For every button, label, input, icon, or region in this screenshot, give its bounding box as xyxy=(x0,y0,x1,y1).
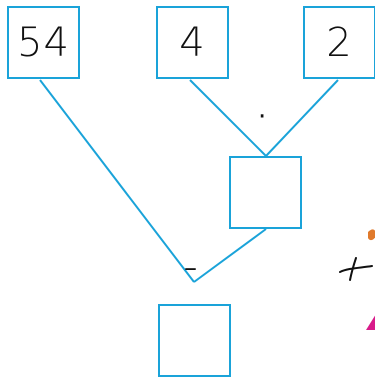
product-answer-box[interactable] xyxy=(229,156,302,229)
difference-answer-box[interactable] xyxy=(158,304,231,377)
multiply-operator: · xyxy=(258,102,267,132)
line-product-to-result xyxy=(193,228,267,283)
subtract-operator: – xyxy=(184,253,197,283)
decorative-sketch xyxy=(339,229,375,330)
line-b-to-product xyxy=(189,79,267,157)
input-box-2: 2 xyxy=(303,6,375,79)
line-a-to-result xyxy=(39,79,195,283)
input-value-c: 2 xyxy=(326,19,353,66)
input-value-b: 4 xyxy=(179,19,206,66)
input-box-4: 4 xyxy=(156,6,229,79)
line-c-to-product xyxy=(265,79,339,157)
input-box-54: 54 xyxy=(7,6,80,79)
input-value-a: 54 xyxy=(17,19,70,66)
